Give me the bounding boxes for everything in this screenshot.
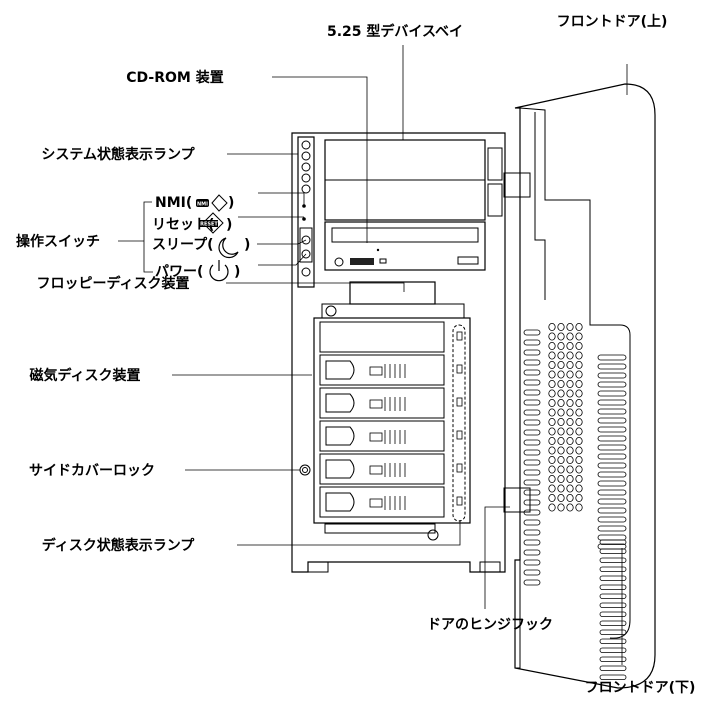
label-side-cover-lock: サイドカバーロック [29, 463, 155, 479]
disk-tray [319, 453, 463, 485]
server-chassis [291, 132, 506, 573]
status-lamp-5 [301, 184, 311, 194]
control-panel [297, 136, 315, 288]
disk-tray [319, 354, 463, 386]
label-disk-drive: 磁気ディスク装置 [29, 367, 140, 384]
status-lamp-3 [301, 162, 311, 172]
label-disk-status-lamp: ディスク状態表示ランプ [42, 537, 196, 554]
power-switch [301, 249, 311, 259]
svg-text:RESET: RESET [200, 222, 218, 228]
label-front-door-bottom: フロントドア(下) [585, 680, 696, 696]
label-power-close: ) [234, 264, 240, 280]
status-lamp-1 [301, 140, 311, 150]
disk-tray [319, 420, 463, 452]
label-sleep-close: ) [244, 237, 250, 253]
front-door [503, 83, 656, 689]
floppy-drive [321, 281, 465, 319]
nmi-icon: NMI [196, 194, 228, 212]
device-bay-525 [324, 139, 503, 221]
label-front-door-top: フロントドア(上) [557, 14, 668, 30]
label-hinge-hook: ドアのヒンジフック [427, 617, 553, 633]
disk-cage [313, 305, 471, 541]
label-nmi-close: ) [228, 195, 234, 211]
reset-switch [302, 217, 306, 221]
label-floppy: フロッピーディスク装置 [36, 275, 189, 292]
disk-tray [319, 321, 463, 353]
sleep-switch [301, 235, 311, 245]
sleep-icon [218, 237, 239, 259]
reset-icon: RESET [200, 212, 224, 234]
door-grid [548, 322, 583, 512]
status-lamp-4 [301, 173, 311, 183]
label-reset-close: ) [226, 217, 232, 233]
label-power: パワー( [155, 264, 203, 280]
side-cover-lock [299, 464, 311, 476]
disk-tray [319, 387, 463, 419]
disk-tray [319, 486, 463, 518]
disk-trays [319, 321, 463, 518]
leader-lines [118, 45, 628, 665]
label-nmi: NMI( [155, 195, 192, 211]
label-sleep: スリープ( [152, 237, 214, 253]
power-icon [209, 260, 229, 282]
door-ventilation [523, 329, 627, 680]
label-cdrom: CD-ROM 装置 [126, 69, 223, 86]
label-system-status-lamp: システム状態表示ランプ [41, 146, 195, 163]
cdrom-drive [324, 221, 486, 271]
svg-text:NMI: NMI [197, 202, 208, 208]
label-device-bay-525: 5.25 型デバイスベイ [327, 23, 463, 40]
status-lamp-2 [301, 151, 311, 161]
label-reset: リセット( [152, 217, 214, 233]
label-operation-switch: 操作スイッチ [16, 233, 100, 250]
